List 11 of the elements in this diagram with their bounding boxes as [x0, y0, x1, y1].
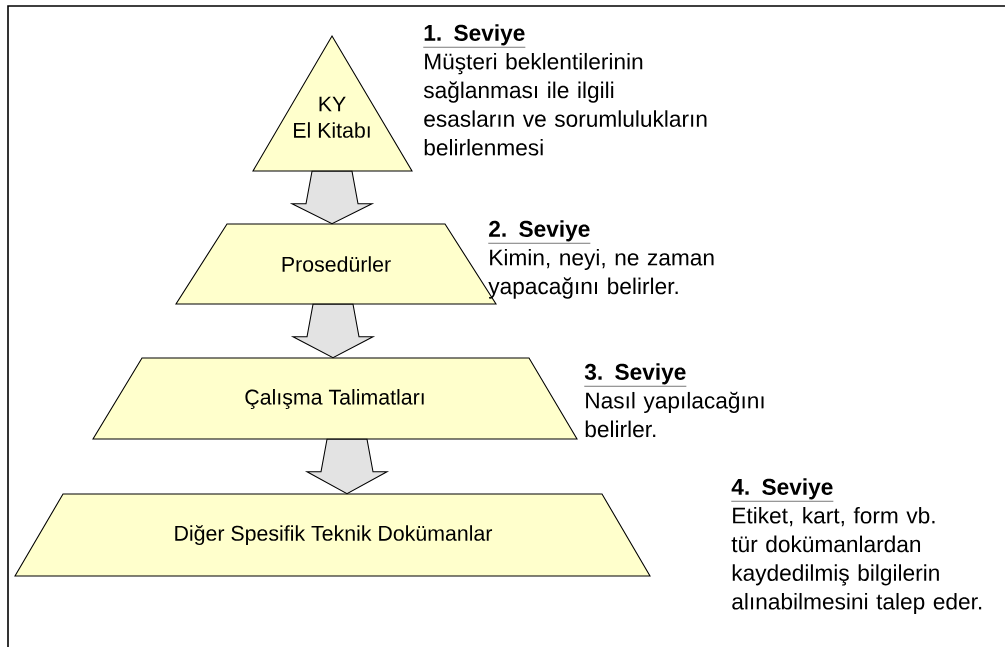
block-arrow [290, 303, 376, 359]
level-heading: 3. Seviye [584, 363, 687, 387]
pyramid-trapezoid: Diğer Spesifik Teknik Dokümanlar [14, 493, 651, 577]
pyramid-trapezoid: Çalışma Talimatları [92, 357, 578, 440]
level-heading: 4. Seviye [731, 478, 834, 502]
level-description: Müşteri beklentilerinin sağlanması ile ilgili esasların ve sorumlulukların belirlenmesi [423, 52, 707, 156]
block-arrow [304, 438, 390, 495]
level-heading: 1. Seviye [423, 24, 526, 48]
block-arrow [289, 170, 375, 225]
level-description: Etiket, kart, form vb. tür dokümanlardan kaydedilmiş bilgilerin alınabilmesini talep eder. [731, 506, 982, 615]
level-description: Nasıl yapılacağını belirler. [585, 391, 764, 438]
